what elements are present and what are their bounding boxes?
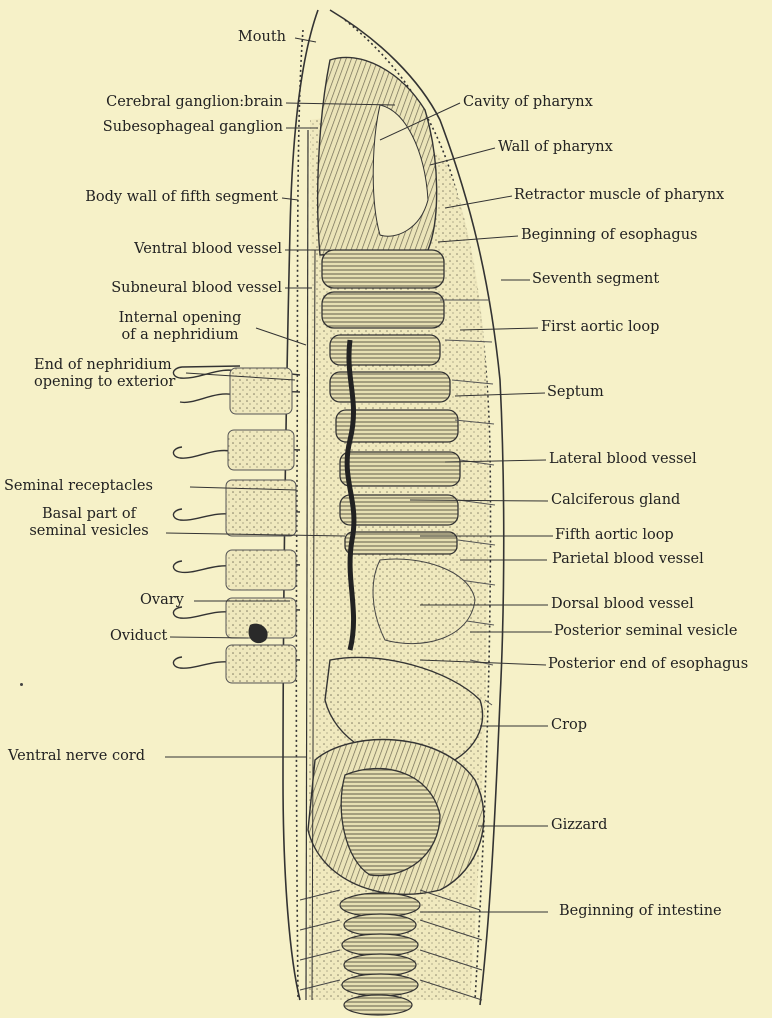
stray-dot: [20, 683, 23, 686]
label-calciferous-gland: Calciferous gland: [551, 492, 680, 509]
label-end-of-nephridium-2: opening to exterior: [34, 374, 175, 391]
label-end-of-nephridium-1: End of nephridium: [34, 357, 172, 374]
label-ovary: Ovary: [140, 592, 184, 609]
label-subneural-blood-vessel: Subneural blood vessel: [111, 280, 282, 297]
label-fifth-aortic-loop: Fifth aortic loop: [555, 527, 674, 544]
label-parietal-blood-vessel: Parietal blood vessel: [552, 551, 704, 568]
label-cerebral-ganglion: Cerebral ganglion:brain: [106, 94, 283, 111]
label-crop: Crop: [551, 717, 587, 734]
label-subesophageal-ganglion: Subesophageal ganglion: [103, 119, 283, 136]
label-mouth: Mouth: [238, 29, 286, 46]
label-wall-of-pharynx: Wall of pharynx: [498, 139, 613, 156]
label-basal-seminal-vesicles-2: seminal vesicles: [14, 523, 164, 540]
label-gizzard: Gizzard: [551, 817, 607, 834]
label-internal-opening-nephridium-2: of a nephridium: [100, 327, 260, 344]
label-seventh-segment: Seventh segment: [532, 271, 659, 288]
label-body-wall-fifth-segment: Body wall of fifth segment: [85, 189, 278, 206]
label-retractor-muscle: Retractor muscle of pharynx: [514, 187, 724, 204]
label-internal-opening-nephridium-1: Internal opening: [100, 310, 260, 327]
label-posterior-end-esophagus: Posterior end of esophagus: [548, 656, 748, 673]
label-septum: Septum: [547, 384, 604, 401]
label-ventral-blood-vessel: Ventral blood vessel: [134, 241, 282, 258]
label-posterior-seminal-vesicle: Posterior seminal vesicle: [554, 623, 737, 640]
label-ventral-nerve-cord: Ventral nerve cord: [8, 748, 145, 765]
label-first-aortic-loop: First aortic loop: [541, 319, 659, 336]
label-lateral-blood-vessel: Lateral blood vessel: [549, 451, 697, 468]
label-cavity-of-pharynx: Cavity of pharynx: [463, 94, 593, 111]
label-seminal-receptacles: Seminal receptacles: [4, 478, 153, 495]
label-beginning-of-esophagus: Beginning of esophagus: [521, 227, 698, 244]
aortic-loops: [322, 250, 460, 554]
label-beginning-of-intestine: Beginning of intestine: [559, 903, 722, 920]
label-oviduct: Oviduct: [110, 628, 167, 645]
label-basal-seminal-vesicles-1: Basal part of: [14, 506, 164, 523]
label-dorsal-blood-vessel: Dorsal blood vessel: [551, 596, 694, 613]
